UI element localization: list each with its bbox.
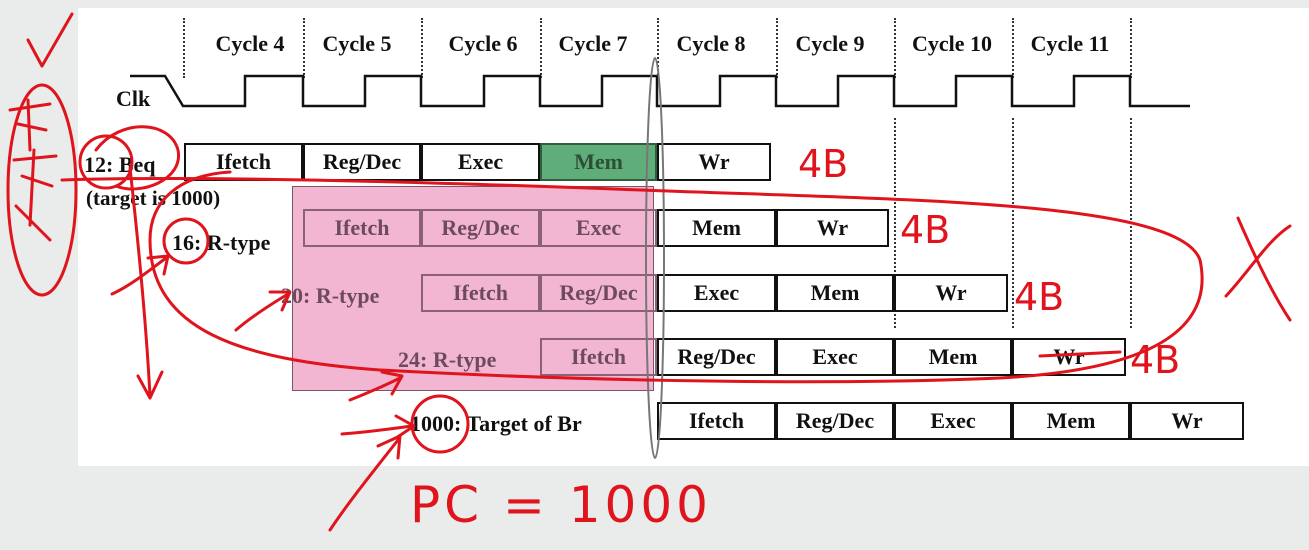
arrow-to-24-ink bbox=[348, 370, 404, 402]
arrow-to-16-ink bbox=[110, 254, 170, 296]
cycle-header-7: Cycle 7 bbox=[558, 31, 628, 56]
cycle-divider bbox=[540, 18, 542, 78]
arrow-to-1000-ink bbox=[340, 414, 416, 440]
annotation-4b-row2: 4B bbox=[900, 208, 951, 252]
cycle-divider bbox=[303, 18, 305, 78]
cycle-header-5: Cycle 5 bbox=[322, 31, 392, 56]
stage-wr: Wr bbox=[1130, 402, 1244, 440]
stage-exec: Exec bbox=[776, 338, 894, 376]
stage-exec: Exec bbox=[894, 402, 1012, 440]
cycle-divider bbox=[1130, 18, 1132, 78]
clock-label: Clk bbox=[116, 86, 151, 111]
stage-reg-dec-flushed: Reg/Dec bbox=[421, 209, 540, 247]
circle-12-ink bbox=[78, 134, 134, 190]
instruction-label-rtype-24: 24: R-type bbox=[398, 347, 497, 372]
annotation-4b-row1: 4B bbox=[798, 142, 849, 186]
instruction-label-beq: 12: Beq bbox=[84, 152, 156, 177]
annotation-4b-row4: 4B bbox=[1130, 338, 1181, 382]
stage-exec-flushed: Exec bbox=[540, 209, 657, 247]
cycle-header-6: Cycle 6 bbox=[448, 31, 518, 56]
stage-ifetch-flushed: Ifetch bbox=[421, 274, 540, 312]
annotation-4b-row3: 4B bbox=[1014, 275, 1065, 319]
cycle-divider bbox=[421, 18, 423, 78]
stage-exec: Exec bbox=[421, 143, 540, 181]
stage-mem-highlighted: Mem bbox=[540, 143, 657, 181]
stage-ifetch: Ifetch bbox=[657, 402, 776, 440]
stage-exec: Exec bbox=[657, 274, 776, 312]
stage-wr: Wr bbox=[894, 274, 1008, 312]
cycle-header-11: Cycle 11 bbox=[1030, 31, 1110, 56]
arrow-to-pc-ink bbox=[328, 434, 402, 532]
cycle-boundary-ellipse bbox=[645, 57, 665, 459]
stage-wr: Wr bbox=[657, 143, 771, 181]
stage-ifetch-flushed: Ifetch bbox=[303, 209, 421, 247]
cycle-divider bbox=[183, 18, 185, 78]
circle-1000-ink bbox=[410, 394, 470, 454]
margin-glyph-ink bbox=[8, 98, 58, 242]
cycle-divider bbox=[776, 18, 778, 78]
x-mark-ink bbox=[1224, 216, 1292, 322]
stage-mem: Mem bbox=[1012, 402, 1130, 440]
cycle-divider bbox=[1012, 18, 1014, 78]
instruction-label-rtype-20: 20: R-type bbox=[281, 283, 380, 308]
stage-ifetch-flushed: Ifetch bbox=[540, 338, 657, 376]
cycle-divider-lower bbox=[1012, 118, 1014, 328]
arrow-to-20-ink bbox=[234, 290, 292, 332]
stage-mem: Mem bbox=[657, 209, 776, 247]
flush-loop-ink bbox=[60, 170, 1204, 384]
cycle-header-4: Cycle 4 bbox=[215, 31, 285, 56]
cycle-header-8: Cycle 8 bbox=[676, 31, 746, 56]
flushed-instructions-region bbox=[292, 186, 654, 391]
circle-beq-ink bbox=[94, 125, 180, 191]
branch-target-note: (target is 1000) bbox=[86, 186, 221, 210]
circle-16-ink bbox=[162, 217, 210, 265]
cycle-header-9: Cycle 9 bbox=[795, 31, 865, 56]
stage-reg-dec: Reg/Dec bbox=[657, 338, 776, 376]
clock-waveform bbox=[130, 74, 1190, 108]
stage-mem: Mem bbox=[776, 274, 894, 312]
checkmark-ink bbox=[26, 12, 74, 68]
stage-reg-dec: Reg/Dec bbox=[776, 402, 894, 440]
down-arrow-ink bbox=[128, 166, 164, 400]
cycle-divider bbox=[657, 18, 659, 78]
instruction-label-rtype-16: 16: R-type bbox=[172, 230, 271, 255]
pc-annotation: PC = 1000 bbox=[410, 476, 712, 534]
cycle-divider-lower bbox=[894, 118, 896, 328]
handwritten-ink bbox=[6, 12, 1292, 532]
stage-reg-dec-flushed: Reg/Dec bbox=[540, 274, 657, 312]
margin-circle-ink bbox=[6, 83, 78, 297]
stage-wr: Wr bbox=[776, 209, 889, 247]
instruction-label-branch-target: 1000: Target of Br bbox=[410, 411, 582, 436]
stage-mem: Mem bbox=[894, 338, 1012, 376]
cycle-divider bbox=[894, 18, 896, 78]
cycle-header-10: Cycle 10 bbox=[911, 31, 993, 56]
strike-ink bbox=[1038, 350, 1122, 358]
